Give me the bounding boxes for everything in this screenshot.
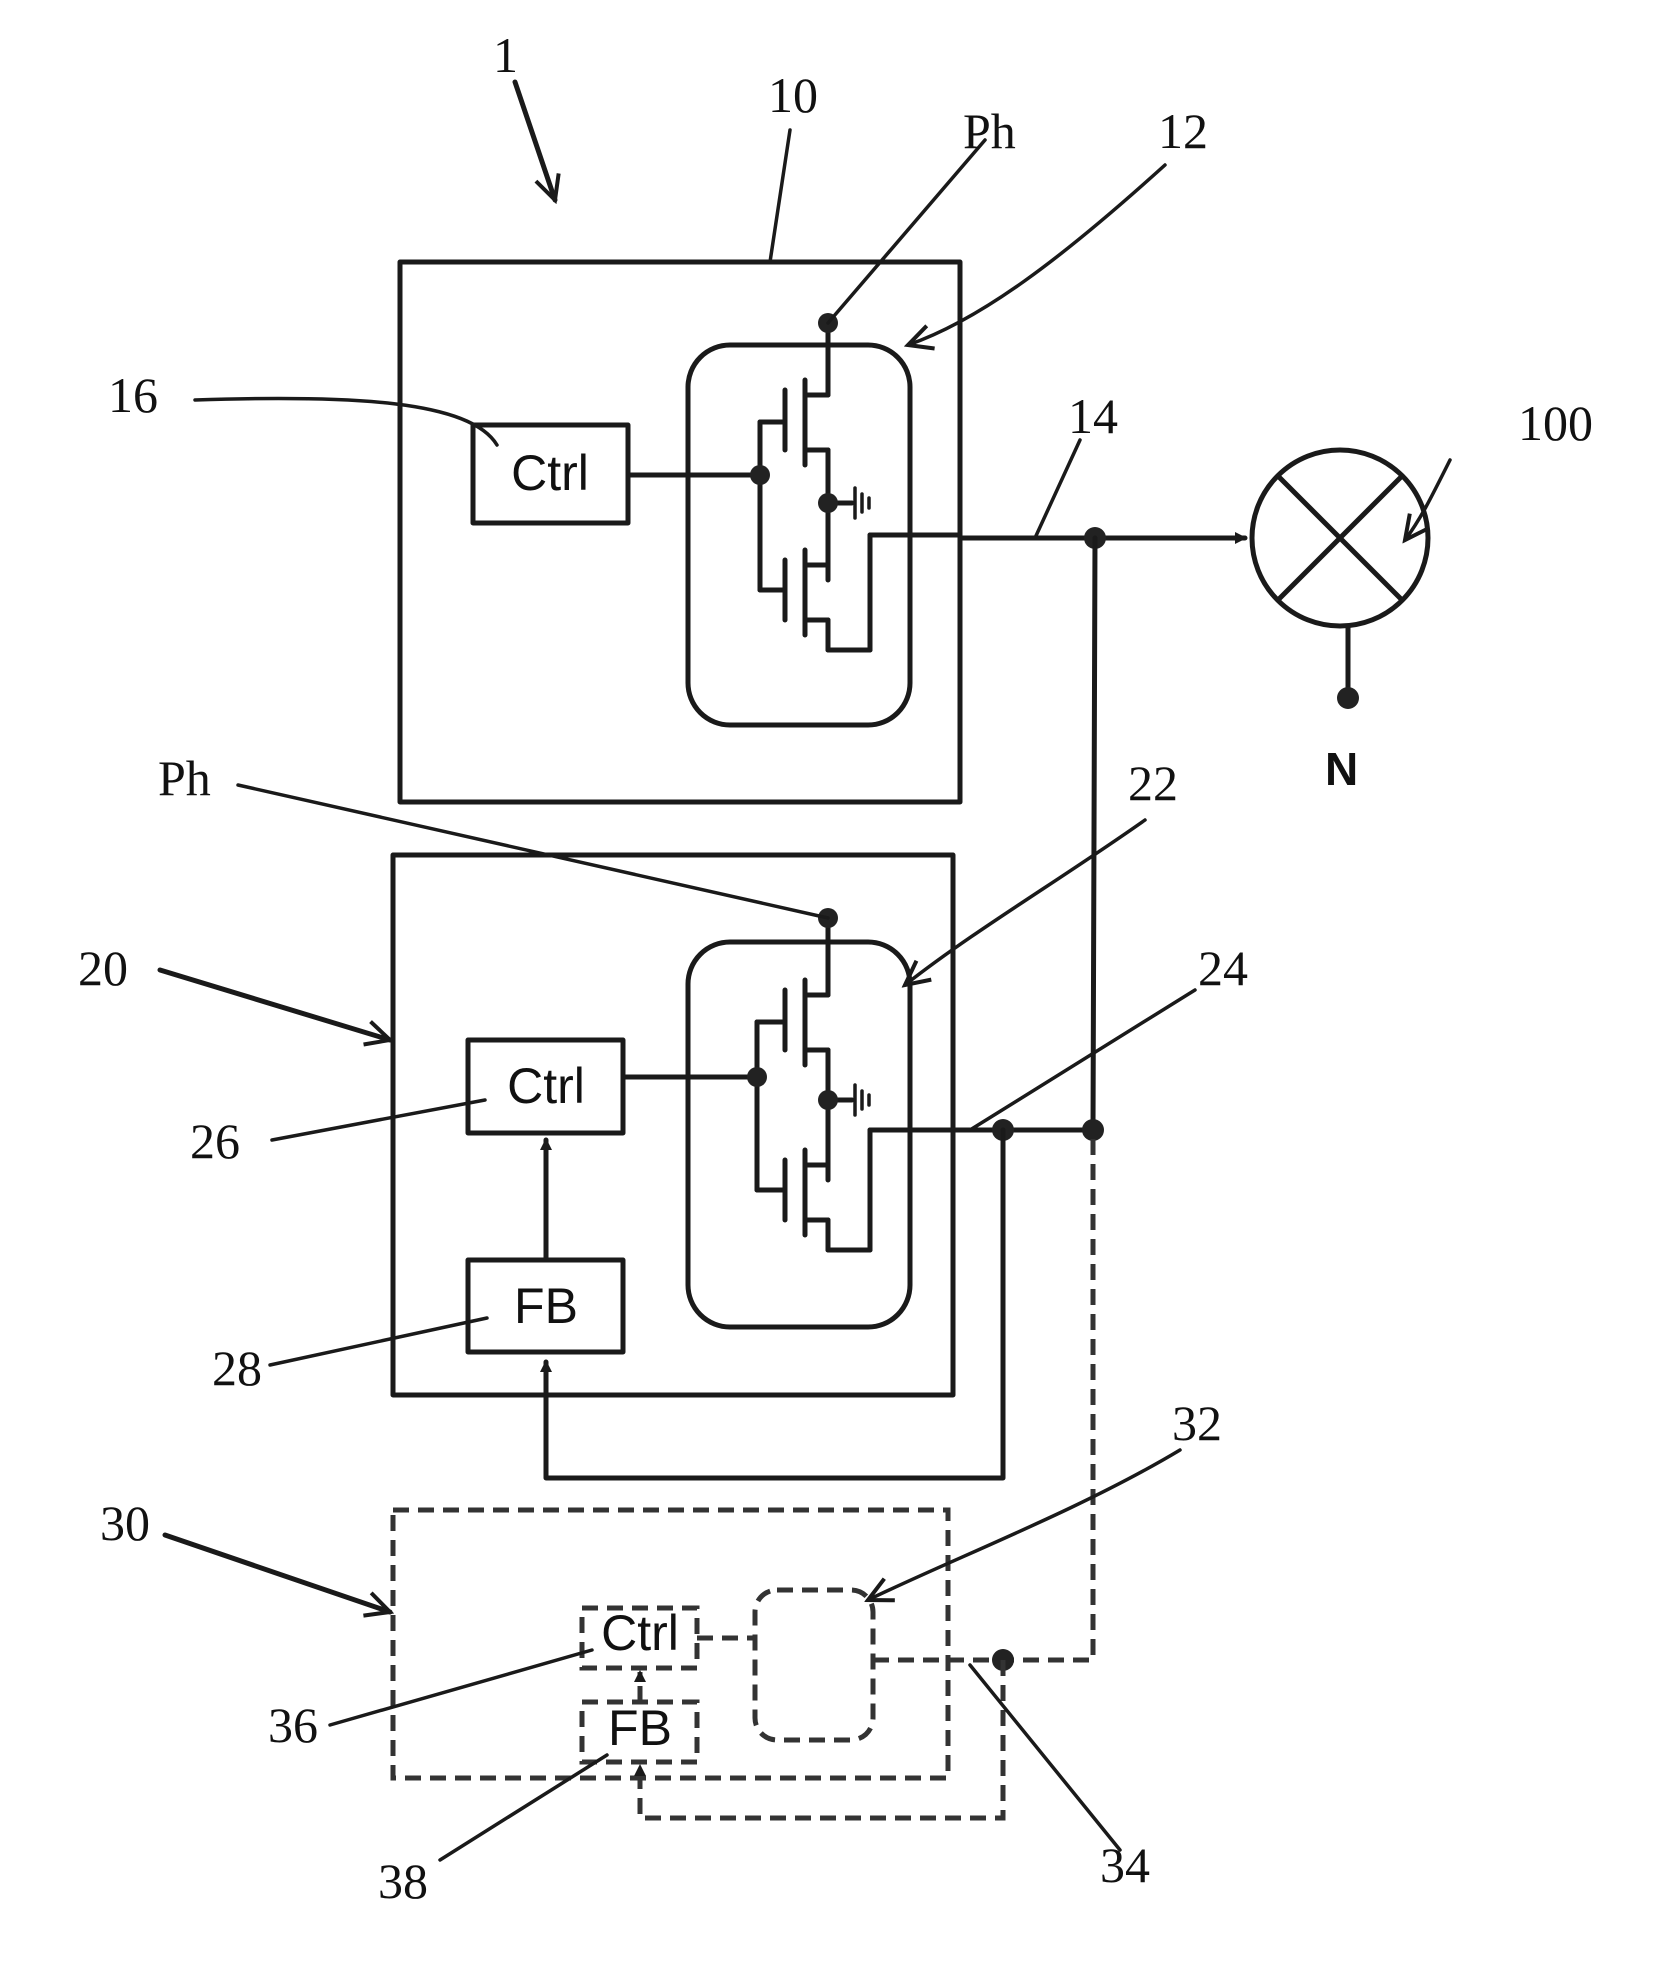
transistor-pair-22 xyxy=(747,908,953,1250)
ref-38: 38 xyxy=(378,1853,428,1909)
load-100 xyxy=(1252,450,1428,709)
switch-32-housing xyxy=(755,1590,873,1740)
fb-28-label: FB xyxy=(514,1278,578,1334)
module-10-frame xyxy=(400,262,960,802)
ref-16: 16 xyxy=(108,367,158,423)
ctrl-26-label: Ctrl xyxy=(507,1058,585,1114)
ref-24: 24 xyxy=(1198,940,1248,996)
ref-ph-b: Ph xyxy=(158,750,211,806)
ref-26: 26 xyxy=(190,1113,240,1169)
ref-34: 34 xyxy=(1100,1837,1150,1893)
ref-12: 12 xyxy=(1158,103,1208,159)
transistor-pair-12 xyxy=(750,313,960,650)
ref-28: 28 xyxy=(212,1340,262,1396)
junction-bus xyxy=(1082,1119,1104,1141)
ctrl-16-label: Ctrl xyxy=(511,445,589,501)
module-20: Ctrl FB xyxy=(393,855,953,1395)
feedback-loop-24 xyxy=(546,1130,1003,1478)
ref-30: 30 xyxy=(100,1495,150,1551)
ref-36: 36 xyxy=(268,1697,318,1753)
leader-lines xyxy=(160,82,1450,1860)
ref-22: 22 xyxy=(1128,755,1178,811)
common-bus xyxy=(1093,538,1095,1130)
module-10: Ctrl xyxy=(400,262,960,802)
ref-32: 32 xyxy=(1172,1395,1222,1451)
module-30: Ctrl FB xyxy=(393,1510,948,1778)
fb-38-label: FB xyxy=(608,1700,672,1756)
ref-1: 1 xyxy=(493,27,518,83)
ref-14: 14 xyxy=(1068,388,1118,444)
switch-22-housing xyxy=(688,942,910,1327)
ctrl-36-label: Ctrl xyxy=(601,1605,679,1661)
ref-100: 100 xyxy=(1518,395,1593,451)
ref-20: 20 xyxy=(78,940,128,996)
ref-n: N xyxy=(1325,743,1358,795)
ref-ph-a: Ph xyxy=(963,103,1016,159)
ref-10: 10 xyxy=(768,67,818,123)
module-20-frame xyxy=(393,855,953,1395)
